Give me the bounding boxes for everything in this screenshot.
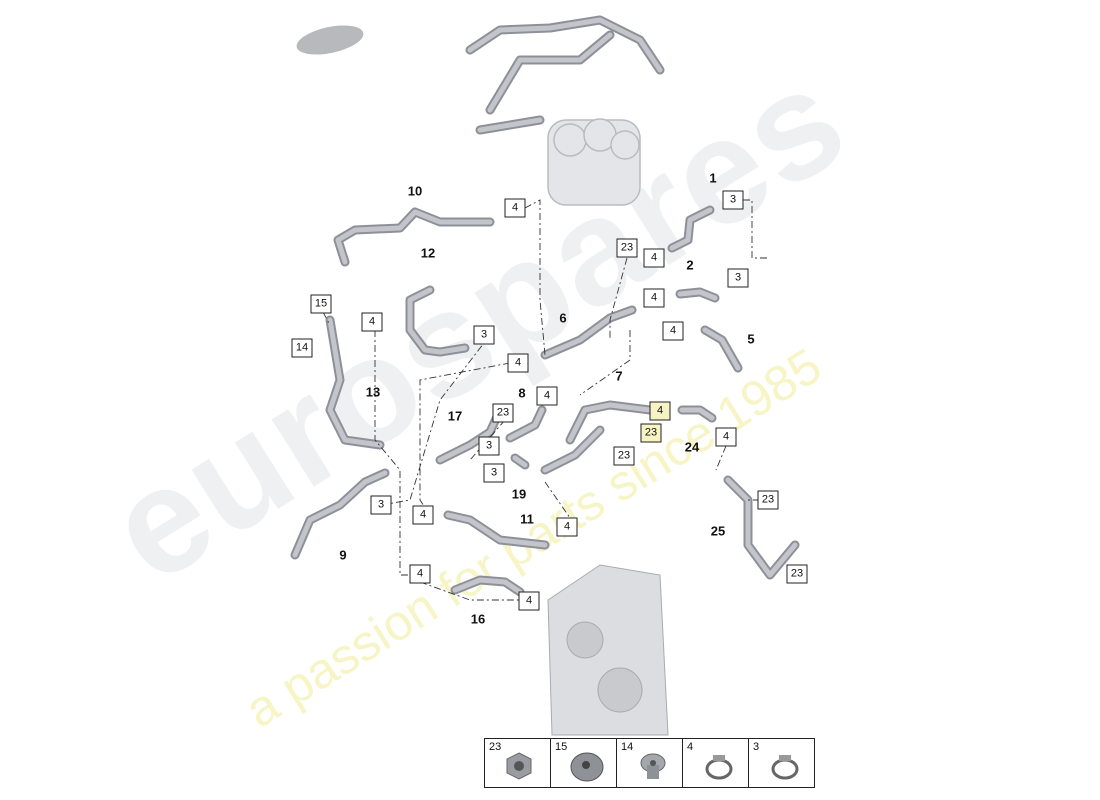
leader-line — [544, 481, 576, 528]
fastener-reference-box[interactable]: 23 — [640, 423, 662, 443]
hose-13 — [327, 317, 383, 448]
engine-block — [547, 564, 669, 736]
legend-label: 23 — [489, 741, 502, 753]
leader-line — [419, 581, 520, 601]
hose-8 — [507, 407, 545, 441]
part-number-callout[interactable]: 10 — [407, 183, 423, 199]
fastener-reference-box[interactable]: 4 — [643, 248, 665, 268]
hose-16 — [452, 577, 523, 595]
hose-25 — [725, 477, 798, 578]
hose-7 — [567, 402, 653, 443]
part-number-callout[interactable]: 6 — [559, 310, 567, 326]
fastener-reference-box[interactable]: 4 — [662, 321, 684, 341]
part-number-callout[interactable]: 12 — [420, 245, 436, 261]
hose-harness — [467, 17, 663, 133]
fastener-reference-box[interactable]: 3 — [727, 268, 749, 288]
hose-1 — [669, 207, 713, 251]
hose-clamp-icon — [705, 755, 733, 780]
fastener-reference-box[interactable]: 4 — [556, 517, 578, 537]
fastener-reference-box[interactable]: 3 — [722, 190, 744, 210]
leader-line — [743, 199, 770, 259]
legend-label: 15 — [555, 741, 568, 753]
leader-line — [380, 328, 495, 506]
legend-item[interactable]: 23 — [485, 739, 551, 787]
legend-item[interactable]: 14 — [617, 739, 683, 787]
part-number-callout[interactable]: 9 — [339, 547, 347, 563]
leader-line — [524, 199, 546, 356]
fastener-reference-box[interactable]: 4 — [643, 288, 665, 308]
part-number-callout[interactable]: 5 — [747, 331, 755, 347]
hose-6 — [542, 307, 635, 358]
fastener-reference-box[interactable]: 4 — [361, 312, 383, 332]
part-number-callout[interactable]: 1 — [709, 170, 717, 186]
legend-label: 3 — [753, 741, 760, 753]
fastener-reference-box[interactable]: 4 — [715, 427, 737, 447]
hose-10 — [335, 209, 493, 265]
hose-9 — [292, 470, 388, 558]
fastener-reference-box[interactable]: 23 — [613, 446, 635, 466]
hose-23-pipe — [542, 427, 603, 473]
part-number-callout[interactable]: 16 — [470, 611, 486, 627]
part-number-callout[interactable]: 25 — [710, 523, 726, 539]
fastener-reference-box[interactable]: 3 — [370, 495, 392, 515]
legend-label: 4 — [687, 741, 694, 753]
part-number-callout[interactable]: 7 — [615, 368, 623, 384]
hose-24 — [679, 407, 715, 421]
part-number-callout[interactable]: 24 — [684, 439, 700, 455]
hose-12 — [407, 287, 468, 355]
fastener-reference-box[interactable]: 3 — [483, 463, 505, 483]
hose-19 — [512, 455, 528, 468]
fastener-reference-box[interactable]: 4 — [409, 564, 431, 584]
fastener-reference-box[interactable]: 14 — [291, 338, 313, 358]
nut-icon — [506, 752, 532, 780]
fastener-reference-box[interactable]: 4 — [412, 505, 434, 525]
fastener-reference-box[interactable]: 15 — [310, 294, 332, 314]
hose-clamp-icon — [771, 755, 799, 780]
fastener-reference-box[interactable]: 23 — [757, 490, 779, 510]
expansion-tank — [547, 118, 641, 206]
fastener-reference-box[interactable]: 4 — [536, 386, 558, 406]
leader-line — [322, 311, 331, 326]
fastener-reference-box[interactable]: 4 — [649, 401, 671, 421]
grommet-icon — [570, 752, 604, 782]
car-silhouette-icon — [296, 25, 364, 55]
fastener-legend: 23 15 14 4 3 — [484, 738, 815, 788]
leader-line — [715, 445, 727, 471]
part-number-callout[interactable]: 19 — [511, 486, 527, 502]
leader-line — [374, 330, 410, 576]
plug-icon — [640, 753, 666, 779]
part-number-callout[interactable]: 17 — [447, 408, 463, 424]
fastener-reference-box[interactable]: 23 — [492, 403, 514, 423]
leader-line — [609, 257, 628, 340]
fastener-reference-box[interactable]: 3 — [478, 436, 500, 456]
legend-item[interactable]: 4 — [683, 739, 749, 787]
fastener-reference-box[interactable]: 4 — [507, 353, 529, 373]
fastener-reference-box[interactable]: 23 — [786, 564, 808, 584]
fastener-reference-box[interactable]: 3 — [473, 325, 495, 345]
hose-2 — [677, 289, 718, 301]
leader-line — [579, 330, 631, 396]
hose-11 — [445, 512, 548, 548]
part-number-callout[interactable]: 13 — [365, 384, 381, 400]
part-number-callout[interactable]: 11 — [520, 511, 534, 527]
fastener-reference-box[interactable]: 4 — [504, 198, 526, 218]
legend-label: 14 — [621, 741, 634, 753]
legend-item[interactable]: 15 — [551, 739, 617, 787]
legend-item[interactable]: 3 — [749, 739, 814, 787]
part-number-callout[interactable]: 2 — [686, 257, 694, 273]
part-number-callout[interactable]: 8 — [518, 385, 526, 401]
fastener-reference-box[interactable]: 23 — [616, 238, 638, 258]
hose-5 — [702, 327, 741, 371]
fastener-reference-box[interactable]: 4 — [518, 591, 540, 611]
